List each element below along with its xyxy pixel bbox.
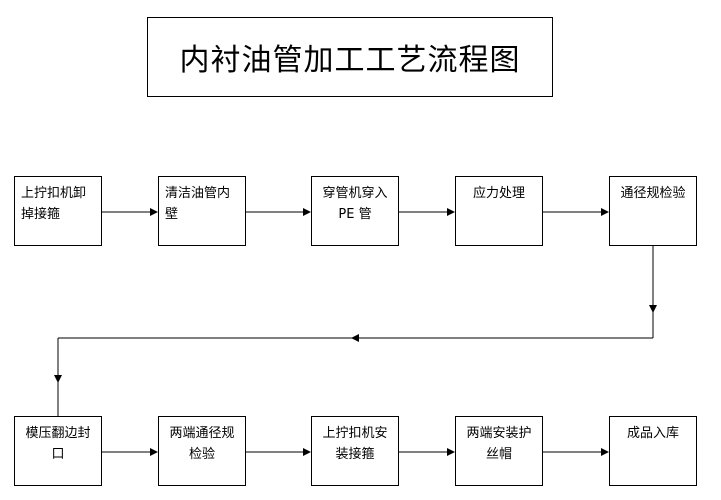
step-node-2: 清洁油管内壁	[158, 176, 246, 246]
step-node-6: 模压翻边封口	[14, 416, 102, 486]
step-node-1: 上拧扣机卸掉接箍	[14, 176, 102, 246]
step-label-3: 穿管机穿入PE 管	[322, 186, 388, 222]
step-label-8: 上拧扣机安装接箍	[322, 426, 388, 462]
step-label-1: 上拧扣机卸掉接箍	[21, 186, 87, 222]
step-node-5: 通径规检验	[609, 176, 697, 246]
step-label-10: 成品入库	[626, 426, 679, 441]
step-label-6: 模压翻边封口	[25, 426, 91, 462]
step-node-8: 上拧扣机安装接箍	[311, 416, 399, 486]
step-node-7: 两端通径规检验	[158, 416, 246, 486]
step-label-9: 两端安装护丝帽	[466, 426, 532, 462]
step-node-4: 应力处理	[455, 176, 543, 246]
diagram-title: 内衬油管加工工艺流程图	[147, 17, 553, 97]
step-label-7: 两端通径规检验	[169, 426, 235, 462]
step-node-9: 两端安装护丝帽	[455, 416, 543, 486]
step-node-10: 成品入库	[609, 416, 697, 486]
step-label-4: 应力处理	[472, 186, 525, 201]
step-label-2: 清洁油管内壁	[165, 186, 231, 222]
step-node-3: 穿管机穿入PE 管	[311, 176, 399, 246]
step-label-5: 通径规检验	[620, 186, 686, 201]
